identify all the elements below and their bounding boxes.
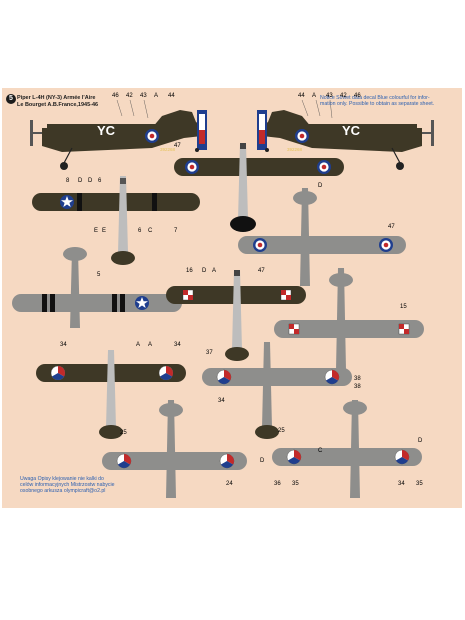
callout-bottom-8: D — [418, 438, 423, 444]
callout-side-right-2: A — [312, 93, 317, 99]
callout-bottom-1: 25 — [120, 430, 127, 436]
note-line-2: mation only. Possible to obtain as separ… — [320, 101, 435, 108]
callout-side-left-2: 42 — [126, 93, 133, 99]
callout-low-l-3: A — [148, 342, 153, 348]
callout-bottom-6: 34 — [398, 481, 405, 487]
side-right-serial: 392268 — [287, 147, 303, 152]
callout-side-right-5: 46 — [354, 93, 361, 99]
aircraft-drawings — [12, 99, 434, 498]
side-view-right — [257, 110, 434, 170]
callout-bottom-2: 25 — [278, 428, 285, 434]
plan-olive-4 — [36, 350, 186, 439]
callout-row1-low-4: C — [148, 228, 153, 234]
callout-row1-low-1: E — [94, 228, 99, 234]
sheet-note: Notice Soviet data decal Blue colourful … — [320, 95, 445, 107]
callout-side-right-1: 44 — [298, 93, 305, 99]
title-line-1: Piper L-4H (NY-3) Armée l'Aire — [17, 95, 96, 101]
callout-mid-r-2: 47 — [388, 224, 395, 230]
callout-mid-r-1: 15 — [400, 304, 407, 310]
side-right-code: YC — [342, 123, 361, 138]
callout-row1-2: D — [78, 178, 83, 184]
callout-bottom-10: C — [318, 448, 323, 454]
callout-low-r-1: 37 — [206, 350, 213, 356]
callout-mid-c-1: 16 — [186, 268, 193, 274]
callout-row1-3: D — [88, 178, 93, 184]
callout-top-r-1: 47 — [174, 143, 181, 149]
plan-olive-2 — [174, 143, 344, 232]
callout-low-r-3: 38 — [354, 384, 361, 390]
callout-side-left-5: 44 — [168, 93, 175, 99]
callout-mid-c-2: D — [202, 268, 207, 274]
side-view-left — [30, 110, 207, 170]
credit-line-1: Uwaga Opisy klejowanie nie kalki do — [20, 476, 104, 482]
callout-low-r-4: 34 — [218, 398, 225, 404]
callout-mid-c-4: 47 — [258, 268, 265, 274]
callout-side-left-4: A — [154, 93, 159, 99]
plan-gray-2 — [12, 247, 182, 328]
callout-low-r-2: 38 — [354, 376, 361, 382]
callout-bottom-5: 35 — [292, 481, 299, 487]
callout-bottom-7: 35 — [416, 481, 423, 487]
plan-olive-3 — [166, 270, 306, 361]
plan-gray-1 — [238, 188, 406, 286]
plan-gray-5 — [102, 400, 247, 498]
callout-row1-low-5: 7 — [174, 228, 178, 234]
title-line-2: Le Bourget A.B.France,1945-46 — [17, 101, 99, 108]
callout-top-r-2: D — [318, 183, 323, 189]
callout-side-right-4: 42 — [340, 93, 347, 99]
callout-row1-1: 8 — [66, 178, 70, 184]
side-left-serial: 392268 — [160, 147, 176, 152]
plan-olive-1 — [32, 176, 200, 265]
sheet-number-badge: 5 — [6, 94, 16, 104]
callout-bottom-9: D — [260, 458, 265, 464]
decal-sheet: 5 Piper L-4H (NY-3) Armée l'Aire Le Bour… — [2, 88, 462, 508]
sheet-credit: Uwaga Opisy klejowanie nie kalki do celó… — [20, 476, 135, 495]
side-left-code: YC — [97, 123, 116, 138]
callout-mid-l-1: 5 — [97, 272, 101, 278]
callout-mid-c-3: A — [212, 268, 217, 274]
callout-side-left-1: 46 — [112, 93, 119, 99]
callout-bottom-3: 24 — [226, 481, 233, 487]
callout-bottom-4: 36 — [274, 481, 281, 487]
credit-line-2: celów informacyjnych Mistrzostw nabycie — [20, 482, 115, 489]
note-line-1: Notice Soviet data decal Blue colourful … — [320, 95, 430, 101]
callout-row1-low-3: 6 — [138, 228, 142, 234]
callout-side-left-3: 43 — [140, 93, 147, 99]
callout-low-l-2: A — [136, 342, 141, 348]
callout-row1-4: 6 — [98, 178, 102, 184]
callout-row1-low-2: E — [102, 228, 107, 234]
callout-side-right-3: 43 — [326, 93, 333, 99]
callout-low-l-1: 34 — [60, 342, 67, 348]
sheet-title: Piper L-4H (NY-3) Armée l'Aire Le Bourge… — [17, 95, 107, 108]
plan-gray-3 — [274, 268, 424, 370]
callout-low-l-4: 34 — [174, 342, 181, 348]
credit-line-3: osobnego arkusza olympicraft@o2.pl — [20, 488, 106, 495]
plan-gray-6 — [272, 400, 422, 498]
plan-gray-4 — [202, 342, 352, 439]
